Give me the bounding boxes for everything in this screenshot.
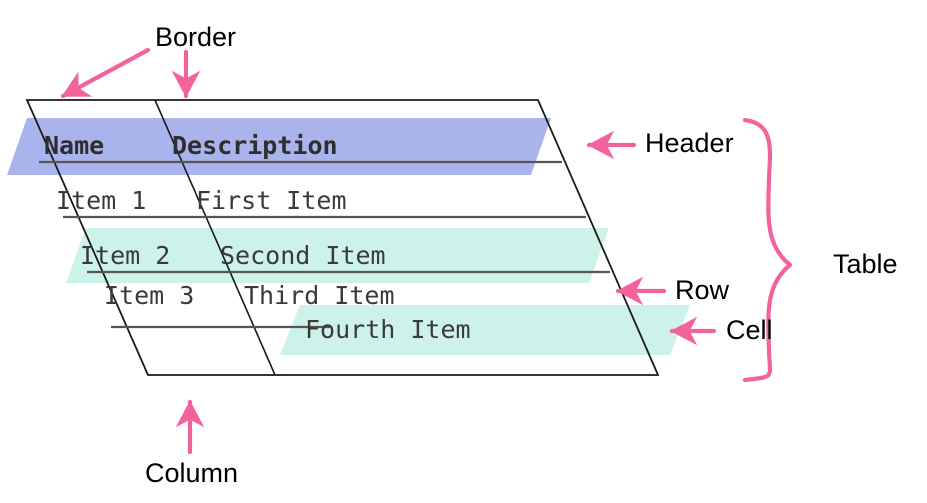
table-brace xyxy=(742,117,793,383)
table-cell-name-3: Item 3 xyxy=(104,281,195,310)
table-header-cell-name: Name xyxy=(44,131,105,160)
table-cell-description-3: Third Item xyxy=(244,281,395,310)
table-header-cell-description: Description xyxy=(172,131,338,160)
table-cell-description-2: Second Item xyxy=(220,241,386,270)
annotation-label-header: Header xyxy=(645,128,734,158)
floating-cell-band xyxy=(280,305,690,355)
table-cell-name-1: Item 1 xyxy=(56,186,147,215)
column-divider-border[interactable] xyxy=(154,99,276,376)
table-border-outline[interactable] xyxy=(25,99,660,376)
annotation-label-border: Border xyxy=(155,22,237,52)
annotation-label-row: Row xyxy=(675,275,730,305)
border-arrow-diagonal xyxy=(60,47,151,99)
table-cell-name-2: Item 2 xyxy=(80,241,171,270)
annotation-label-cell: Cell xyxy=(726,315,773,345)
row-highlight-band xyxy=(66,228,609,283)
floating-cell-text: Fourth Item xyxy=(305,315,471,344)
annotation-label-column: Column xyxy=(145,458,239,488)
header-highlight-band xyxy=(7,118,551,175)
annotation-label-table: Table xyxy=(833,249,898,279)
table-cell-description-1: First Item xyxy=(196,186,347,215)
